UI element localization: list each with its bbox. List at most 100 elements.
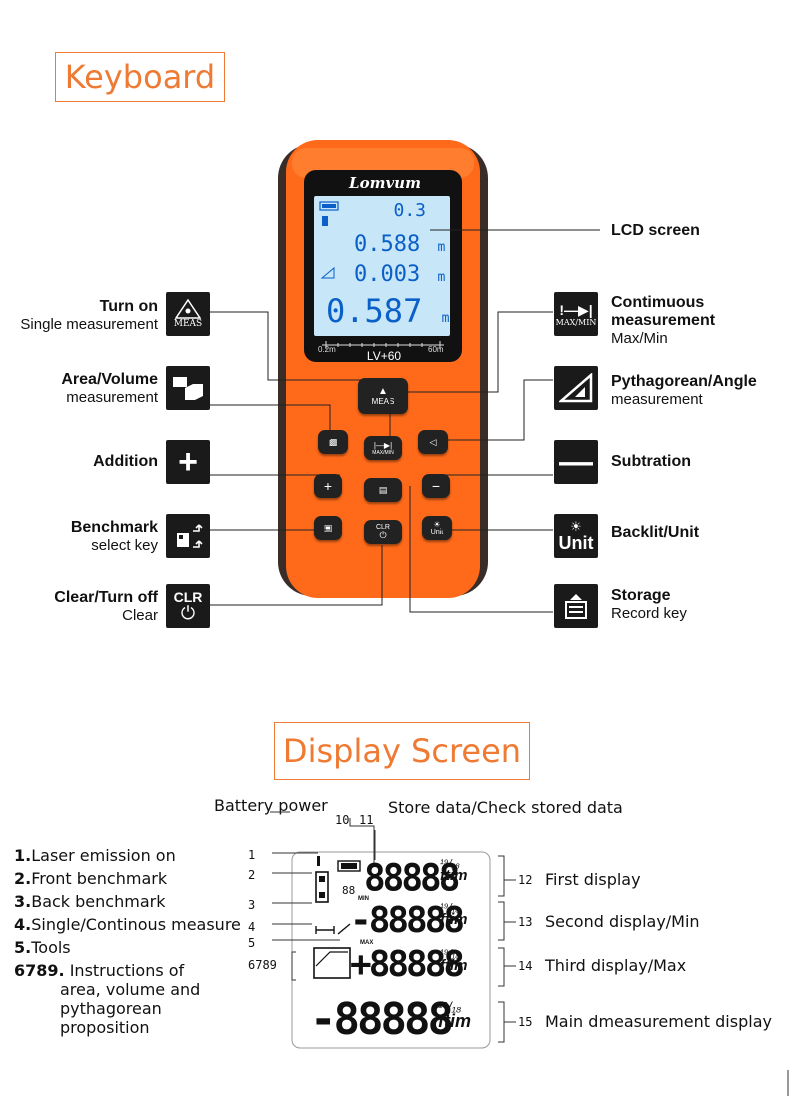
clr-icon-text: CLR: [173, 589, 203, 605]
subtraction-title: Subtration: [611, 453, 691, 470]
benchmark-key[interactable]: ▣: [314, 516, 342, 540]
minus-key[interactable]: −: [422, 474, 450, 498]
third-display-units: ¹⁹/₁₈ ftim: [440, 948, 468, 973]
label-subtraction: Subtration: [611, 453, 691, 471]
continuous-title: Contimuous measurement: [611, 294, 716, 329]
callout-12: 12: [518, 873, 533, 887]
label-continuous: Contimuous measurement Max/Min: [611, 294, 781, 348]
label-area-volume: Area/Volume measurement: [0, 371, 158, 407]
label-turn-on: Turn on Single measurement: [0, 298, 158, 334]
main-units-bottom: ftim: [438, 1011, 471, 1031]
minus-key-label: −: [431, 478, 441, 494]
legend-text: Instructions of: [69, 961, 185, 980]
lcd-line-2-value: 0.588: [354, 232, 421, 257]
second-display-units: ¹⁹/₁₈ ftim: [440, 902, 468, 927]
meas-icon: MEAS: [166, 292, 210, 336]
main-display-digits: -88888: [310, 994, 454, 1045]
second-display-row: -88888: [350, 900, 465, 941]
lcd-line-1: 0.3: [376, 200, 426, 221]
label-clear: Clear/Turn off Clear: [0, 589, 158, 625]
backlight-icon: ☀: [570, 518, 582, 534]
area-volume-key-icon: ▩: [328, 436, 338, 447]
legend-num: 2.: [14, 869, 32, 888]
clr-key[interactable]: CLR ⏻: [364, 520, 402, 544]
store-digits: 88: [342, 884, 356, 897]
area-volume-key[interactable]: ▩: [318, 430, 348, 454]
area-volume-icon: [166, 366, 210, 410]
second-display-digits: 88888: [368, 900, 465, 941]
unit-key[interactable]: ☀ Unit: [422, 516, 452, 540]
third-display-digits: 88888: [368, 944, 465, 985]
callout-10: 10: [335, 813, 350, 827]
legend-num: 1.: [14, 846, 32, 865]
plus-key[interactable]: +: [314, 474, 342, 498]
turn-on-title: Turn on: [99, 298, 158, 315]
pythagorean-sub: measurement: [611, 391, 703, 408]
battery-power-label: Battery power: [214, 796, 328, 815]
first-display-row: 88888: [364, 857, 460, 900]
rect-cube-icon: [173, 377, 203, 400]
benchmark-title: Benchmark: [70, 519, 158, 536]
max-tag: MAX: [360, 940, 374, 946]
second-display-minus: -: [350, 900, 372, 941]
legend-item: 6789. Instructions of: [14, 961, 254, 980]
meas-key-label: MEAS: [371, 396, 395, 406]
label-storage: Storage Record key: [611, 587, 687, 623]
legend-num: 4.: [14, 915, 32, 934]
pythagorean-key[interactable]: ◁: [418, 430, 448, 454]
main-units-top: ¹⁹/₁₈: [438, 999, 462, 1014]
brand-text: Lomvum: [349, 174, 421, 192]
addition-title: Addition: [93, 453, 158, 470]
pythagorean-title: Pythagorean/Angle: [611, 373, 757, 390]
maxmin-icon: !—▶| MAX/MIN: [554, 292, 598, 336]
area-volume-sub: measurement: [66, 389, 158, 406]
maxmin-key-label: MAX/MIN: [372, 449, 394, 456]
keyboard-section-title: Keyboard: [55, 52, 225, 102]
legend-text: Front benchmark: [31, 869, 168, 888]
pythagorean-key-icon: ◁: [429, 436, 437, 447]
lcd-line-2-unit: m: [437, 240, 446, 255]
label-benchmark: Benchmark select key: [0, 519, 158, 555]
third-display-label: Third display/Max: [545, 956, 687, 975]
legend-num: 6789.: [14, 961, 65, 980]
callout-6789: 6789: [248, 958, 277, 972]
maxmin-key[interactable]: |—▶| MAX/MIN: [364, 436, 402, 460]
area-volume-title: Area/Volume: [61, 371, 158, 388]
third-units-bottom: ftim: [440, 957, 468, 974]
unit-icon: ☀ Unit: [554, 514, 598, 558]
meas-key[interactable]: ▲ MEAS: [358, 378, 408, 414]
callout-11: 11: [359, 813, 374, 827]
storage-key-icon: ▤: [378, 484, 388, 495]
label-addition: Addition: [0, 453, 158, 471]
continuous-sub: Max/Min: [611, 330, 668, 347]
rangefinder-device: Lomvum 0.3 0.588 m 0.003 m 0.587 m 0.2m …: [276, 140, 490, 600]
first-units-bottom: ftim: [440, 867, 468, 884]
label-pythagorean: Pythagorean/Angle measurement: [611, 373, 757, 409]
lcd-screen-title: LCD screen: [611, 222, 700, 239]
label-backlit: Backlit/Unit: [611, 524, 699, 542]
benchmark-arrows-icon: [177, 524, 203, 548]
backlight-key-icon: ☀: [433, 519, 441, 529]
legend-text: Back benchmark: [31, 892, 166, 911]
display-title-text: Display Screen: [282, 732, 522, 770]
third-units-top: ¹⁹/₁₈: [440, 948, 460, 960]
clear-title: Clear/Turn off: [54, 589, 158, 606]
legend-cont-2: pythagorean proposition: [60, 999, 162, 1037]
storage-key[interactable]: ▤: [364, 478, 402, 502]
second-units-top: ¹⁹/₁₈: [440, 902, 460, 914]
legend-text: Laser emission on: [31, 846, 176, 865]
lcd-line-3-value: 0.003: [354, 262, 421, 287]
minus-icon: —: [554, 440, 598, 484]
benchmark-icon: [166, 514, 210, 558]
model-label: LV+60: [366, 349, 402, 363]
lcd-main-unit: m: [441, 311, 450, 326]
legend-list: 1.Laser emission on 2.Front benchmark 3.…: [14, 846, 254, 1037]
keyboard-title-text: Keyboard: [64, 58, 216, 96]
turn-on-sub: Single measurement: [20, 316, 158, 333]
callout-1: 1: [248, 848, 256, 862]
callout-14: 14: [518, 959, 533, 973]
maxmin-icon-text: MAX/MIN: [555, 317, 597, 327]
storage-sub: Record key: [611, 605, 687, 622]
triangle-ruler-icon: [559, 373, 593, 403]
display-section-title: Display Screen: [274, 722, 530, 780]
